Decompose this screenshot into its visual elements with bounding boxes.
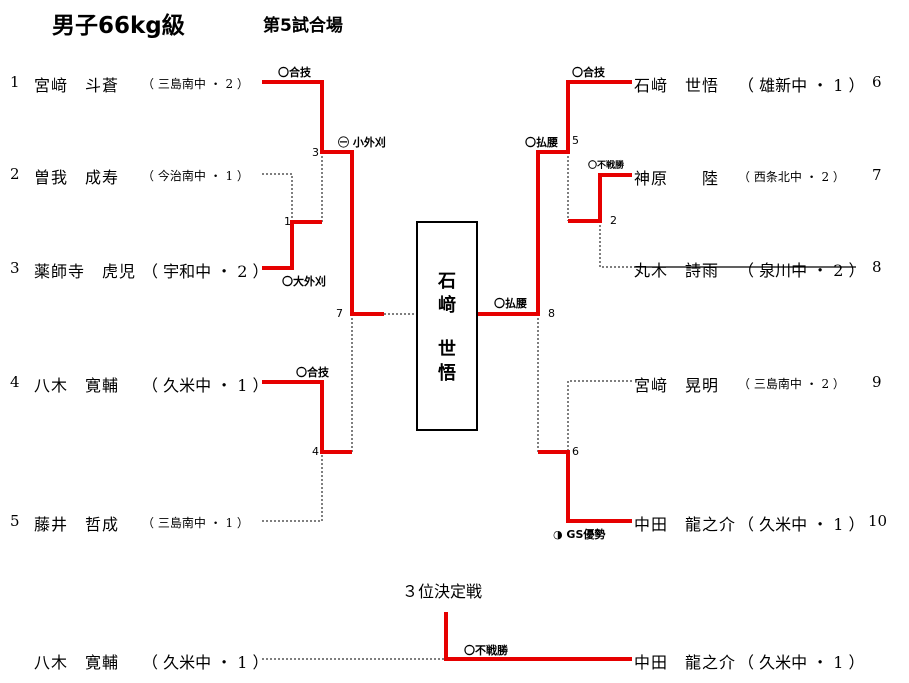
win-p6	[476, 80, 632, 316]
winner-char-4: 悟	[438, 363, 456, 384]
win-p1	[262, 80, 384, 316]
left-seed-1: 1	[10, 73, 20, 91]
third-left-school: （ 久米中 ・ 1 ）	[142, 653, 269, 672]
tech-label-m3: 〇大外刈	[282, 275, 326, 288]
left-school-5: （ 三島南中 ・ 1 ）	[142, 516, 249, 530]
winner-char-2: 﨑	[438, 295, 456, 316]
right-seed-7: 7	[872, 166, 882, 184]
venue-label: 第5試合場	[263, 16, 343, 36]
win-p3	[262, 220, 322, 270]
match-number-3: 3	[312, 146, 319, 159]
right-school-6: （ 雄新中 ・ 1 ）	[738, 76, 865, 95]
match-number-7: 7	[336, 307, 343, 320]
tech-label-m1: 〇合技	[278, 66, 311, 79]
winner-char-3: 世	[438, 339, 456, 360]
match-number-4: 4	[312, 445, 319, 458]
third-right-school: （ 久米中 ・ 1 ）	[738, 653, 865, 672]
match-number-2: 2	[610, 214, 617, 227]
left-name-5: 藤井 哲成	[34, 515, 120, 534]
third-right-name: 中田 龍之介	[634, 653, 737, 672]
line-p5	[262, 452, 323, 522]
winner-char-1: 石	[438, 271, 456, 292]
right-school-8: （ 泉川中 ・ 2 ）	[738, 261, 865, 280]
match-number-6: 6	[572, 445, 579, 458]
left-seed-4: 4	[10, 373, 20, 391]
left-school-1: （ 三島南中 ・ 2 ）	[142, 77, 249, 91]
right-name-9: 宮﨑 晃明	[634, 376, 720, 395]
third-tech-label: 〇不戦勝	[464, 644, 508, 657]
left-name-4: 八木 寛輔	[34, 376, 120, 395]
win-third	[444, 612, 632, 661]
right-name-10: 中田 龍之介	[634, 515, 737, 534]
left-name-3: 薬師寺 虎児	[34, 262, 137, 281]
third-place-title: ３位決定戦	[402, 582, 483, 601]
right-seed-10: 10	[868, 512, 888, 530]
third-left-name: 八木 寛輔	[34, 653, 120, 672]
tech-label-r10: ◑ GS優勢	[553, 528, 606, 541]
right-seed-9: 9	[872, 373, 882, 391]
tech-label-r7: 〇不戦勝	[588, 161, 625, 171]
left-name-2: 曽我 成寿	[34, 168, 120, 187]
line-p2	[262, 173, 293, 222]
tech-label-r6: 〇合技	[572, 66, 605, 79]
left-name-1: 宮﨑 斗蒼	[34, 76, 120, 95]
right-school-9: （ 三島南中 ・ 2 ）	[738, 377, 845, 391]
right-seed-6: 6	[872, 73, 882, 91]
win-p4	[262, 380, 352, 454]
tech-label-m4: 〇合技	[296, 366, 329, 379]
left-seed-2: 2	[10, 165, 20, 183]
tech-label-left-semi: ㊀ 小外刈	[338, 136, 386, 149]
left-school-4: （ 久米中 ・ 1 ）	[142, 376, 269, 395]
line-p9	[567, 380, 632, 452]
right-seed-8: 8	[872, 258, 882, 276]
left-seed-5: 5	[10, 512, 20, 530]
right-name-6: 石﨑 世悟	[634, 76, 720, 95]
win-p10	[538, 450, 632, 523]
win-p7	[568, 173, 632, 223]
match-number-1: 1	[284, 215, 291, 228]
left-school-3: （ 宇和中 ・ 2 ）	[142, 262, 269, 281]
page-title: 男子66kg級	[52, 13, 185, 39]
right-school-10: （ 久米中 ・ 1 ）	[738, 515, 865, 534]
match-number-5: 5	[572, 134, 579, 147]
match-number-8: 8	[548, 307, 555, 320]
winner-box: 石 﨑 世 悟	[416, 221, 478, 431]
left-school-2: （ 今治南中 ・ 1 ）	[142, 169, 249, 183]
right-school-7: （ 西条北中 ・ 2 ）	[738, 170, 845, 184]
left-seed-3: 3	[10, 259, 20, 277]
tech-label-final: 〇払腰	[494, 297, 527, 310]
right-name-7: 神原 陸	[634, 169, 720, 188]
line-p8	[599, 221, 632, 268]
tech-label-right-semi: 〇払腰	[525, 136, 558, 149]
right-name-8: 丸木 詩雨	[634, 261, 720, 280]
